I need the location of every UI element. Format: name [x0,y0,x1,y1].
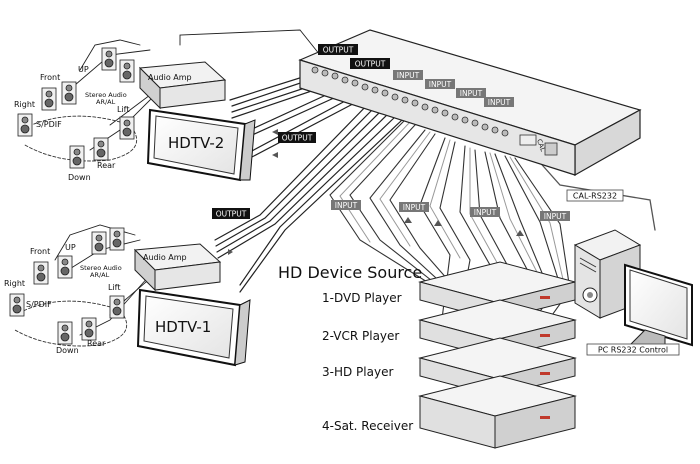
svg-text:OUTPUT: OUTPUT [355,60,386,69]
tag-output-3: OUTPUT [278,132,316,143]
tag-input-4: INPUT [484,97,514,107]
label-spdif-bottom: S/PDIF [26,300,52,309]
svg-text:INPUT: INPUT [397,71,420,80]
label-spdif-top: S/PDIF [36,120,62,129]
svg-text:Audio Amp: Audio Amp [148,73,192,82]
svg-text:INPUT: INPUT [488,98,511,107]
speaker-up-bottom [91,231,107,255]
switcher-text-cal: CAL [535,138,547,153]
svg-text:INPUT: INPUT [474,208,497,217]
svg-text:INPUT: INPUT [544,212,567,221]
speaker-front2-bottom [33,261,49,285]
svg-text:OUTPUT: OUTPUT [216,210,247,219]
speaker-down-bottom [57,321,73,345]
tag-input-3: INPUT [456,88,486,98]
label-front-top: Front [40,73,60,82]
label-right-top: Right [14,100,35,109]
label-rear-bottom: Rear [87,339,106,348]
source-label-1: 1-DVD Player [322,291,402,305]
label-stereo-sub-bottom: AR/AL [90,271,110,279]
label-stereo-sub-top: AR/AL [96,98,116,106]
svg-text:Audio Amp: Audio Amp [143,253,187,262]
tag-input-2: INPUT [425,79,455,89]
hdtv-1: HDTV-1 [136,288,251,367]
label-lift-top: Lift [117,105,130,114]
speakers-top [17,47,135,169]
spdif-loop-bottom [14,300,128,347]
svg-text:INPUT: INPUT [335,201,358,210]
direction-arrows [228,129,524,255]
label-rear-top: Rear [97,161,116,170]
label-right-bottom: Right [4,279,25,288]
source-label-3: 3-HD Player [322,365,393,379]
tag-output-1: OUTPUT [318,44,358,55]
label-up-top: UP [78,65,89,74]
svg-text:INPUT: INPUT [403,203,426,212]
tag-output-4: OUTPUT [212,208,250,219]
speaker-stereo-bottom [57,255,73,279]
svg-text:INPUT: INPUT [429,80,452,89]
svg-text:CAL-RS232: CAL-RS232 [573,192,617,201]
label-down-top: Down [68,173,91,182]
speaker-front-bottom [109,227,125,251]
spdif-loop-top [19,115,138,162]
tag-input-7: INPUT [470,207,500,217]
label-down-bottom: Down [56,346,79,355]
speaker-front-top [119,59,135,83]
output-cables-zone-bottom [214,99,403,293]
sources-title: HD Device Source [278,263,422,282]
hdtv-1-label: HDTV-1 [155,318,211,336]
tag-input-8: INPUT [540,211,570,221]
tag-pc-control: PC RS232 Control [586,343,680,356]
speakers-bottom [9,227,125,345]
speaker-stereo-top [61,81,77,105]
source-label-2: 2-VCR Player [322,329,399,343]
speaker-rear-top [93,137,109,161]
label-stereo-top: Stereo Audio [85,91,127,99]
tag-input-1: INPUT [393,70,423,80]
source-label-4: 4-Sat. Receiver [322,419,413,433]
rear-panel-connectors [311,66,558,156]
audio-amp-top: Audio Amp [138,61,227,110]
speaker-up-top [101,47,117,71]
svg-text:OUTPUT: OUTPUT [282,134,313,143]
speaker-right-top [17,113,33,137]
speaker-lift-bottom [109,295,125,319]
tag-output-2: OUTPUT [350,58,390,69]
tag-cal-rs232: CAL-RS232 [566,189,624,202]
zone-top: Audio Amp HDTV-2 Front UP Stereo Audio A… [14,47,256,182]
speaker-down-top [69,145,85,169]
zone-bottom: Audio Amp HDTV-1 Front UP Stereo Audio A… [4,227,251,367]
audio-amp-bottom: Audio Amp [133,243,222,292]
speaker-right-bottom [9,293,25,317]
hdtv-2: HDTV-2 [146,108,256,182]
svg-text:OUTPUT: OUTPUT [323,46,354,55]
svg-text:PC RS232 Control: PC RS232 Control [598,346,668,355]
speaker-front2-top [41,87,57,111]
label-stereo-bottom: Stereo Audio [80,264,122,272]
tag-input-5: INPUT [331,200,361,210]
source-device-4 [418,375,577,449]
pc-monitor [624,263,693,347]
speaker-rear-bottom [81,317,97,341]
svg-text:INPUT: INPUT [460,89,483,98]
label-lift-bottom: Lift [108,283,121,292]
label-front-bottom: Front [30,247,50,256]
hdtv-2-label: HDTV-2 [168,134,224,152]
tag-input-6: INPUT [399,202,429,212]
label-up-bottom: UP [65,243,76,252]
speaker-lift-top [119,116,135,140]
